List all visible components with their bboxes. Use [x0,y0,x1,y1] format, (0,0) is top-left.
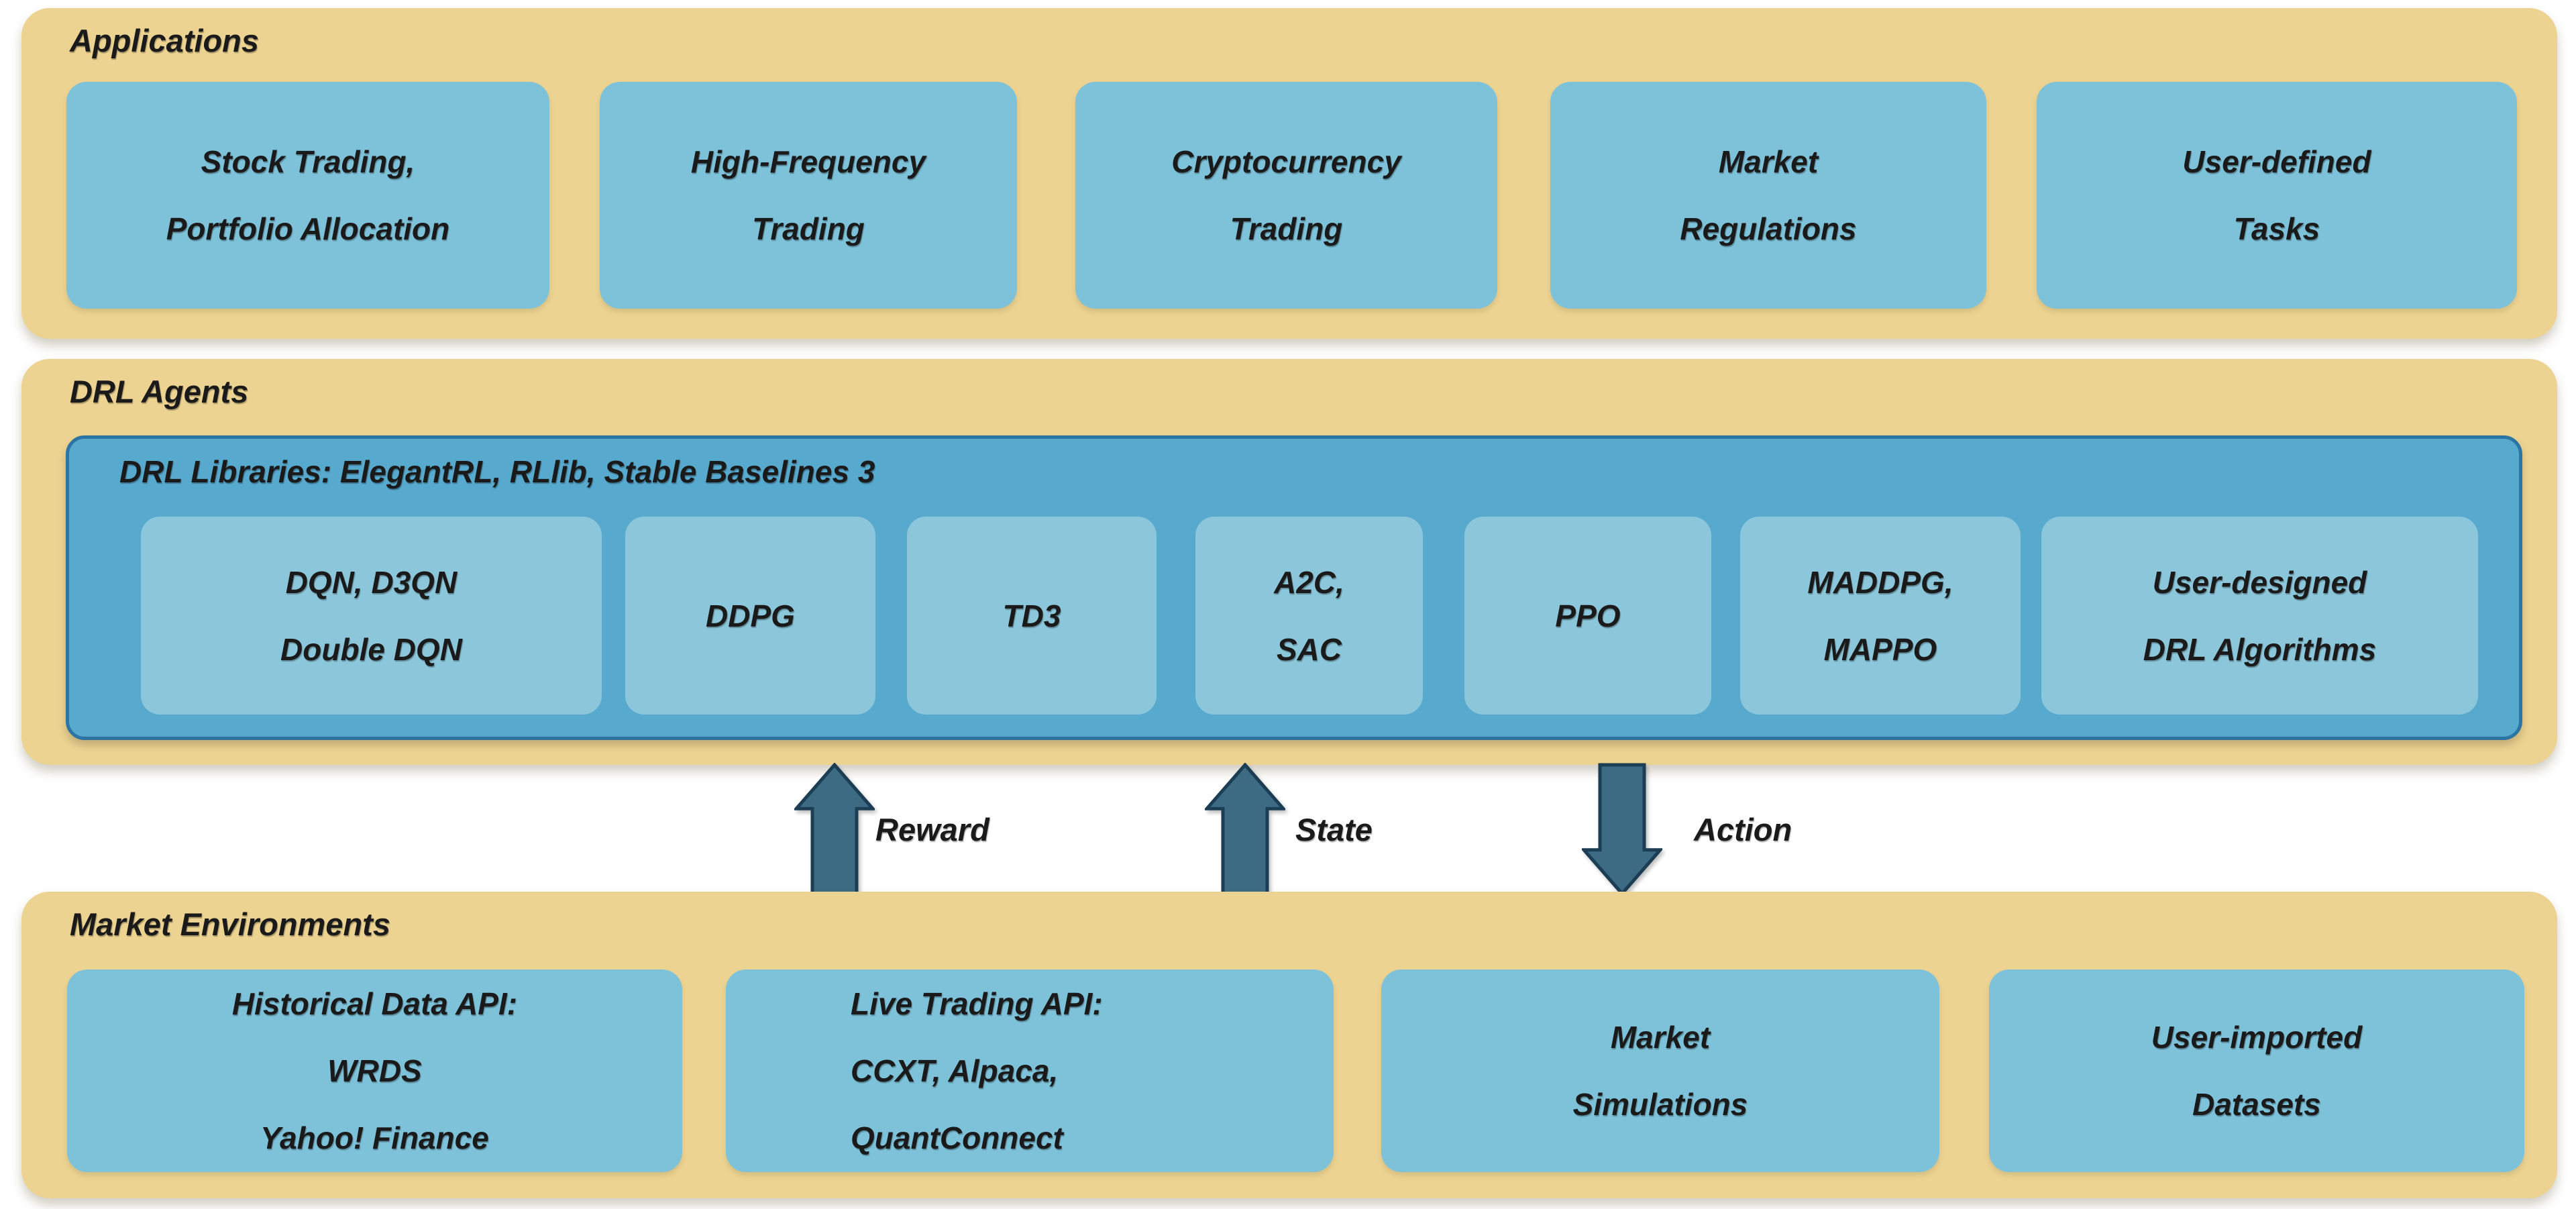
app-box-cryptocurrency-trading: Cryptocurrency Trading [1075,82,1497,309]
drl-box-label: A2C, SAC [1274,564,1344,667]
app-box-label: User-defined Tasks [2182,144,2371,246]
app-box-market-regulations: Market Regulations [1550,82,1986,309]
action-label: Action [1694,812,1792,847]
drl-libraries-title: DRL Libraries: ElegantRL, RLlib, Stable … [119,454,875,489]
app-box-user-defined-tasks: User-defined Tasks [2037,82,2517,309]
env-box-market-simulations: Market Simulations [1381,969,1939,1172]
env-box-live-trading-api: Live Trading API: CCXT, Alpaca, QuantCon… [726,969,1334,1172]
drl-box-td3: TD3 [907,517,1157,715]
env-box-label: Market Simulations [1572,1020,1748,1122]
env-box-historical-data-api: Historical Data API: WRDS Yahoo! Finance [67,969,682,1172]
app-box-label: High-Frequency Trading [690,144,926,246]
drl-box-user-designed-drl-algorithms: User-designed DRL Algorithms [2041,517,2478,715]
env-box-label: Historical Data API: WRDS Yahoo! Finance [231,986,518,1155]
drl-box-a2c-sac: A2C, SAC [1195,517,1423,715]
drl-box-ppo: PPO [1464,517,1711,715]
drl-box-label: PPO [1555,598,1621,633]
drl-box-maddpg-mappo: MADDPG, MAPPO [1740,517,2021,715]
env-box-label: Live Trading API: CCXT, Alpaca, QuantCon… [851,986,1103,1155]
reward-up-arrow-icon [794,763,875,896]
market-environments-title: Market Environments [70,906,390,942]
app-box-label: Cryptocurrency Trading [1171,144,1401,246]
drl-agents-title: DRL Agents [70,374,249,409]
reward-label: Reward [875,812,989,847]
app-box-label: Market Regulations [1680,144,1857,246]
env-box-label: User-imported Datasets [2151,1020,2363,1122]
drl-box-label: DDPG [706,598,795,633]
applications-title: Applications [70,23,260,58]
state-up-arrow-icon [1205,763,1285,896]
app-box-label: Stock Trading, Portfolio Allocation [166,144,450,246]
drl-box-label: User-designed DRL Algorithms [2143,564,2377,667]
action-down-arrow-icon [1582,763,1662,896]
drl-box-label: MADDPG, MAPPO [1807,564,1953,667]
drl-box-dqn-d3qn-double-dqn: DQN, D3QN Double DQN [141,517,602,715]
env-box-user-imported-datasets: User-imported Datasets [1989,969,2524,1172]
app-box-stock-trading-portfolio-allocation: Stock Trading, Portfolio Allocation [66,82,549,309]
drl-box-label: DQN, D3QN Double DQN [280,564,462,667]
app-box-high-frequency-trading: High-Frequency Trading [600,82,1017,309]
drl-box-ddpg: DDPG [625,517,875,715]
state-label: State [1295,812,1373,847]
drl-box-label: TD3 [1002,598,1061,633]
